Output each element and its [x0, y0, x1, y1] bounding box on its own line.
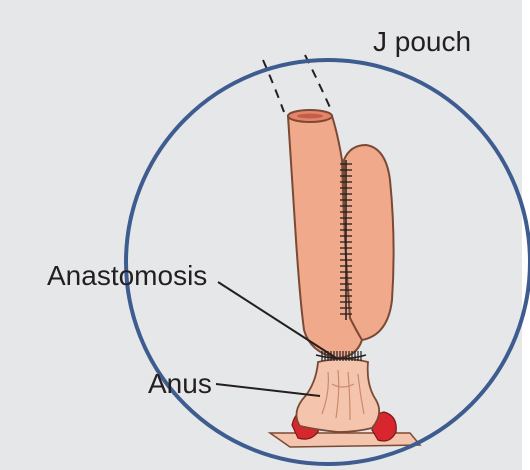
bowel-lumen	[297, 114, 323, 119]
anastomosis-label: Anastomosis	[47, 262, 207, 290]
perineal-tissue	[270, 433, 420, 447]
j-pouch-label: J pouch	[373, 28, 471, 56]
anus-label: Anus	[148, 370, 212, 398]
anus-leader-line	[216, 384, 320, 396]
